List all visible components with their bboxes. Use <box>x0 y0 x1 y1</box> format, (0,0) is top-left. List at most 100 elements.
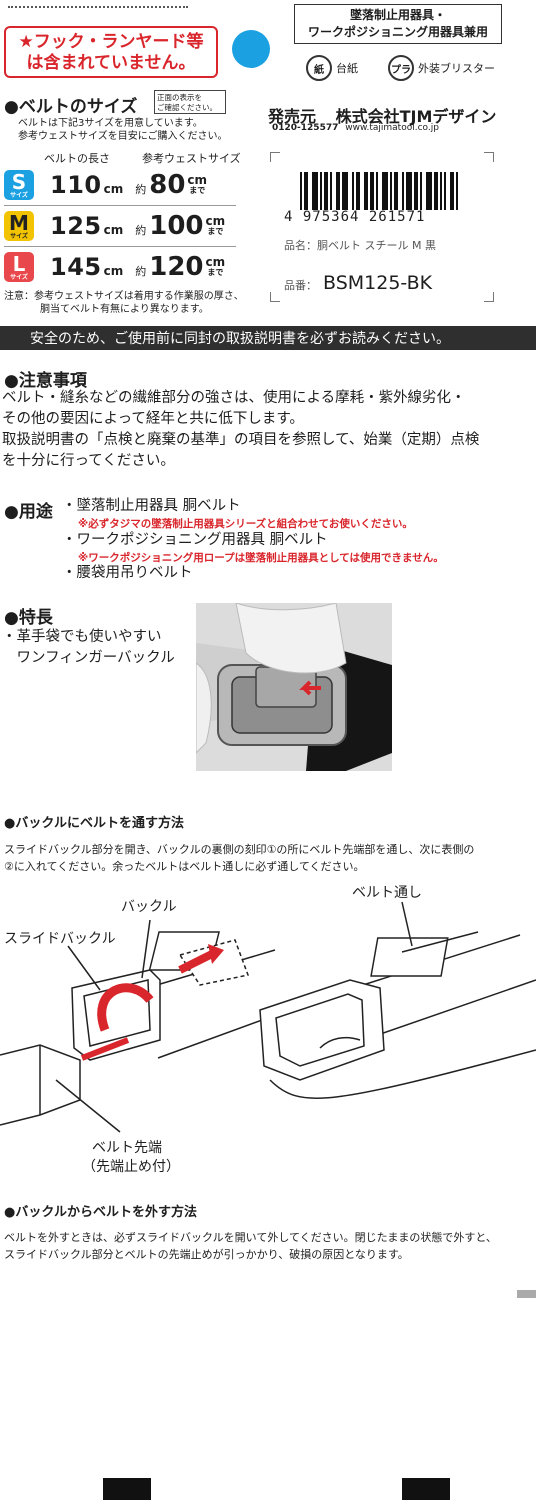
usage-title: ●用途 <box>4 502 53 522</box>
certification-box: 墜落制止用器具・ ワークポジショニング用器具兼用 <box>294 4 502 44</box>
phone-number: 0120-125577 <box>272 123 339 133</box>
usage-item-1: ・墜落制止用器具 胴ベルト <box>62 498 241 514</box>
barcode-bar <box>338 172 340 210</box>
feature-line: ・革手袋でも使いやすい <box>2 629 162 645</box>
barcode-bar <box>376 172 378 210</box>
barcode-bar <box>316 172 318 210</box>
barcode-bar <box>384 172 386 210</box>
contact-line: 0120-125577 www.tajimatool.co.jp <box>272 123 439 133</box>
approx-label: 約 <box>135 265 147 278</box>
sizes-note-1: 注意：参考ウェストサイズは着用する作業服の厚さ、 <box>4 291 244 302</box>
usage-item-2: ・ワークポジショニング用器具 胴ベルト <box>62 532 328 548</box>
seller-label: 発売元 <box>268 107 317 126</box>
caution-line: その他の要因によって経年と共に低下します。 <box>2 411 304 427</box>
barcode-bar <box>336 172 338 210</box>
barcode-bar <box>326 172 328 210</box>
recycle-plastic: プラ 外装ブリスター <box>388 55 495 81</box>
barcode-bar <box>416 172 418 210</box>
length-unit: cm <box>103 223 124 237</box>
remove-line: ベルトを外すときは、必ずスライドバックルを開いて外してください。閉じたままの状態… <box>4 1231 497 1244</box>
corner-mark <box>270 292 280 302</box>
barcode-bar <box>410 172 412 210</box>
thread-title: ●バックルにベルトを通す方法 <box>4 816 184 831</box>
barcode-bar <box>346 172 348 210</box>
waist-unit-cm: cm <box>187 173 208 187</box>
approx-label: 約 <box>135 183 147 196</box>
barcode-bar <box>394 172 396 210</box>
waist-unit-made: まで <box>207 268 224 277</box>
barcode-bar <box>314 172 316 210</box>
product-number-label: 品番： <box>284 279 317 292</box>
size-badge-m: M サイズ <box>4 211 34 241</box>
barcode-bar <box>408 172 410 210</box>
recycle-plastic-label: 外装ブリスター <box>418 62 495 75</box>
recycle-paper-label: 台紙 <box>336 62 358 75</box>
col-waist: 参考ウェストサイズ <box>142 152 241 165</box>
barcode-bar <box>434 172 436 210</box>
warning-line-1: ★フック・ランヤード等 <box>18 32 204 52</box>
barcode-bar <box>436 172 438 210</box>
thread-body: スライドバックル部分を開き、バックルの裏側の刻印①の所にベルト先端部を通し、次に… <box>4 841 474 875</box>
barcode-bar <box>426 172 428 210</box>
sizes-intro-2: 参考ウェストサイズを目安にご購入ください。 <box>18 131 228 142</box>
caution-line: 取扱説明書の「点検と廃棄の基準」の項目を参照して、始業（定期）点検 <box>2 432 480 448</box>
corner-mark <box>484 152 494 162</box>
barcode-bar <box>312 172 314 210</box>
waist-unit-made: まで <box>189 186 206 195</box>
paper-recycle-icon: 紙 <box>306 55 332 81</box>
barcode-bar <box>386 172 388 210</box>
company-line: 発売元 株式会社TJMデザイン <box>268 103 496 127</box>
barcode-bar <box>452 172 454 210</box>
barcode-bar <box>366 172 368 210</box>
feature-title: ●特長 <box>4 608 53 628</box>
barcode-bars <box>300 172 460 210</box>
dotted-line <box>8 6 188 10</box>
barcode-bar <box>406 172 408 210</box>
remove-line: スライドバックル部分とベルトの先端止めが引っかかり、破損の原因となります。 <box>4 1248 409 1261</box>
waist-size: 100 <box>149 211 204 241</box>
size-letter: L <box>12 251 26 276</box>
barcode-bar <box>456 172 458 210</box>
label-belt-tip-stop: （先端止め付） <box>82 1159 180 1175</box>
remove-title: ●バックルからベルトを外す方法 <box>4 1205 197 1220</box>
buckle-photo-drawing <box>196 603 392 771</box>
caution-title: ●注意事項 <box>4 371 87 391</box>
barcode-bar <box>306 172 308 210</box>
waist-size: 120 <box>149 252 204 282</box>
usage-note-2: ※ワークポジショニング用ロープは墜落制止用器具としては使用できません。 <box>78 552 444 564</box>
barcode-bar <box>300 172 302 210</box>
barcode-bar <box>358 172 360 210</box>
threading-diagram <box>0 901 536 1133</box>
website-url: www.tajimatool.co.jp <box>345 123 439 133</box>
company-name: 株式会社TJMデザイン <box>335 107 497 126</box>
usage-note-1: ※必ずタジマの墜落制止用器具シリーズと組合わせてお使いください。 <box>78 518 413 530</box>
size-letter: M <box>9 210 29 235</box>
size-sub: サイズ <box>10 191 28 199</box>
thread-line: スライドバックル部分を開き、バックルの裏側の刻印①の所にベルト先端部を通し、次に… <box>4 843 475 856</box>
caution-line: ベルト・縫糸などの繊維部分の強さは、使用による摩耗・紫外線劣化・ <box>2 390 466 406</box>
label-slide-buckle: スライドバックル <box>4 931 116 947</box>
product-number-line: 品番： BSM125-BK <box>284 272 432 294</box>
blue-circle-mark <box>232 30 270 68</box>
barcode-bar <box>304 172 306 210</box>
barcode-area: 4 975364 261571 品名：胴ベルト スチール M 黒 品番： BSM… <box>270 152 494 302</box>
barcode-bar <box>330 172 332 210</box>
feature-body: ・革手袋でも使いやすい ワンフィンガーバックル <box>2 627 175 669</box>
product-name-label: 品名： <box>284 239 317 252</box>
size-badge-l: L サイズ <box>4 252 34 282</box>
warning-line-2: は含まれていません。 <box>26 53 196 73</box>
barcode-bar <box>450 172 452 210</box>
label-belt-tip: ベルト先端 <box>92 1140 162 1156</box>
remove-body: ベルトを外すときは、必ずスライドバックルを開いて外してください。閉じたままの状態… <box>4 1229 497 1263</box>
size-badge-s: S サイズ <box>4 170 34 200</box>
barcode-bar <box>444 172 446 210</box>
usage-item-3: ・腰袋用吊りベルト <box>62 565 193 581</box>
safety-banner: 安全のため、ご使用前に同封の取扱説明書を必ずお読みください。 <box>0 326 536 350</box>
black-tab-right <box>402 1478 450 1500</box>
sizes-title: ●ベルトのサイズ <box>4 97 138 117</box>
barcode-bar <box>414 172 416 210</box>
barcode-bar <box>396 172 398 210</box>
